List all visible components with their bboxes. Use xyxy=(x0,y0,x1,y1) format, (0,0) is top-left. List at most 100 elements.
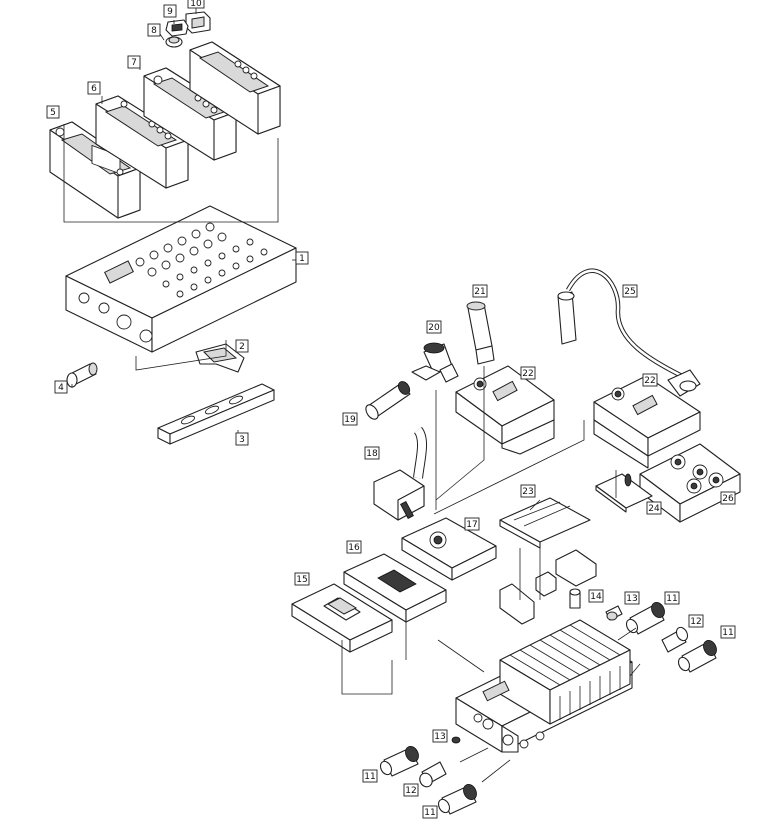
part-22a-bus-node xyxy=(455,365,555,455)
callout-26: 26 xyxy=(720,491,736,505)
valve-terminal-assembly xyxy=(455,619,633,753)
part-15-flat-cable-interface xyxy=(291,583,393,653)
svg-text:23: 23 xyxy=(522,487,533,497)
part-12a-fitting xyxy=(661,626,689,653)
svg-text:9: 9 xyxy=(167,7,173,17)
svg-text:25: 25 xyxy=(624,287,635,297)
part-25-cable xyxy=(557,268,684,379)
svg-text:1: 1 xyxy=(299,254,305,264)
callout-12-a: 12 xyxy=(688,614,704,628)
callout-12-b: 12 xyxy=(403,783,419,797)
callout-20: 20 xyxy=(426,320,442,334)
part-11a-silencer xyxy=(625,601,665,635)
svg-text:15: 15 xyxy=(296,575,307,585)
callout-6: 6 xyxy=(87,81,101,95)
svg-text:13: 13 xyxy=(626,594,637,604)
svg-text:11: 11 xyxy=(722,628,733,638)
callout-13-a: 13 xyxy=(624,591,640,605)
callout-8: 8 xyxy=(147,23,161,37)
callout-11-c: 11 xyxy=(362,769,378,783)
callout-13-b: 13 xyxy=(432,729,448,743)
svg-text:21: 21 xyxy=(474,287,485,297)
callout-17: 17 xyxy=(464,517,480,531)
part-3-din-rail xyxy=(157,383,275,445)
part-8-plug xyxy=(165,36,183,48)
svg-text:16: 16 xyxy=(348,543,360,553)
part-6-valve xyxy=(95,95,189,189)
callout-24: 24 xyxy=(646,501,662,515)
callout-7: 7 xyxy=(127,55,141,69)
callout-11-b: 11 xyxy=(720,625,736,639)
svg-text:11: 11 xyxy=(364,772,375,782)
part-11d-silencer xyxy=(437,783,477,815)
svg-text:5: 5 xyxy=(50,108,56,118)
callout-9: 9 xyxy=(163,4,177,18)
part-17-electrical-interface xyxy=(401,517,497,581)
part-11b-silencer xyxy=(677,639,717,673)
callout-14: 14 xyxy=(588,589,604,603)
svg-text:17: 17 xyxy=(466,520,477,530)
part-7-valve xyxy=(143,67,237,161)
svg-text:11: 11 xyxy=(666,594,677,604)
part-24-cover-plate xyxy=(595,473,653,513)
part-7b-valve xyxy=(189,41,281,135)
callout-25: 25 xyxy=(622,284,638,298)
svg-text:2: 2 xyxy=(239,342,245,352)
callout-1: 1 xyxy=(295,251,309,265)
part-20-t-adapter xyxy=(411,342,459,383)
part-9-cover xyxy=(165,19,189,37)
callout-11-d: 11 xyxy=(422,805,438,819)
svg-text:13: 13 xyxy=(434,732,445,742)
callout-10: 10 xyxy=(187,0,205,9)
part-13-blanking-plug xyxy=(605,605,623,621)
svg-text:11: 11 xyxy=(424,808,435,818)
svg-text:19: 19 xyxy=(344,415,356,425)
svg-text:4: 4 xyxy=(58,383,64,393)
svg-text:20: 20 xyxy=(428,323,440,333)
manifold-port-grid xyxy=(135,222,268,298)
svg-text:12: 12 xyxy=(405,786,416,796)
part-21-connector-plug xyxy=(466,301,495,365)
part-1-manifold-base xyxy=(65,205,297,353)
part-26-io-module xyxy=(639,443,741,523)
svg-text:3: 3 xyxy=(239,435,245,445)
end-bracket-parts xyxy=(499,549,597,625)
part-5-valve xyxy=(49,121,141,219)
part-12b-fitting xyxy=(419,761,447,788)
svg-text:6: 6 xyxy=(91,84,97,94)
part-10-connector-cap xyxy=(185,11,211,34)
callout-21: 21 xyxy=(472,284,488,298)
callout-16: 16 xyxy=(346,540,362,554)
part-23-label-carrier xyxy=(499,497,591,549)
svg-text:7: 7 xyxy=(131,58,137,68)
callout-5: 5 xyxy=(46,105,60,119)
callout-23: 23 xyxy=(520,484,536,498)
part-14-screw xyxy=(569,588,581,609)
svg-text:26: 26 xyxy=(722,494,734,504)
part-19-connector xyxy=(365,381,411,420)
part-18-multipin-plug xyxy=(373,426,428,521)
valve-stack xyxy=(499,619,631,725)
svg-text:14: 14 xyxy=(590,592,602,602)
svg-text:22: 22 xyxy=(522,369,533,379)
callout-19: 19 xyxy=(342,412,358,426)
callout-3: 3 xyxy=(235,432,249,446)
svg-text:24: 24 xyxy=(648,504,660,514)
part-13b-plug xyxy=(451,736,461,744)
callout-22-b: 22 xyxy=(642,373,658,387)
svg-text:22: 22 xyxy=(644,376,655,386)
part-22b-bus-node xyxy=(593,369,701,469)
svg-text:12: 12 xyxy=(690,617,701,627)
callout-18: 18 xyxy=(364,446,380,460)
svg-text:18: 18 xyxy=(366,449,378,459)
svg-text:8: 8 xyxy=(151,26,157,36)
callout-4: 4 xyxy=(54,380,68,394)
callout-2: 2 xyxy=(235,339,249,353)
part-11c-silencer xyxy=(379,745,419,777)
part-4-fitting xyxy=(66,362,98,388)
callout-11-a: 11 xyxy=(664,591,680,605)
svg-text:10: 10 xyxy=(190,0,202,9)
callout-22-a: 22 xyxy=(520,366,536,380)
